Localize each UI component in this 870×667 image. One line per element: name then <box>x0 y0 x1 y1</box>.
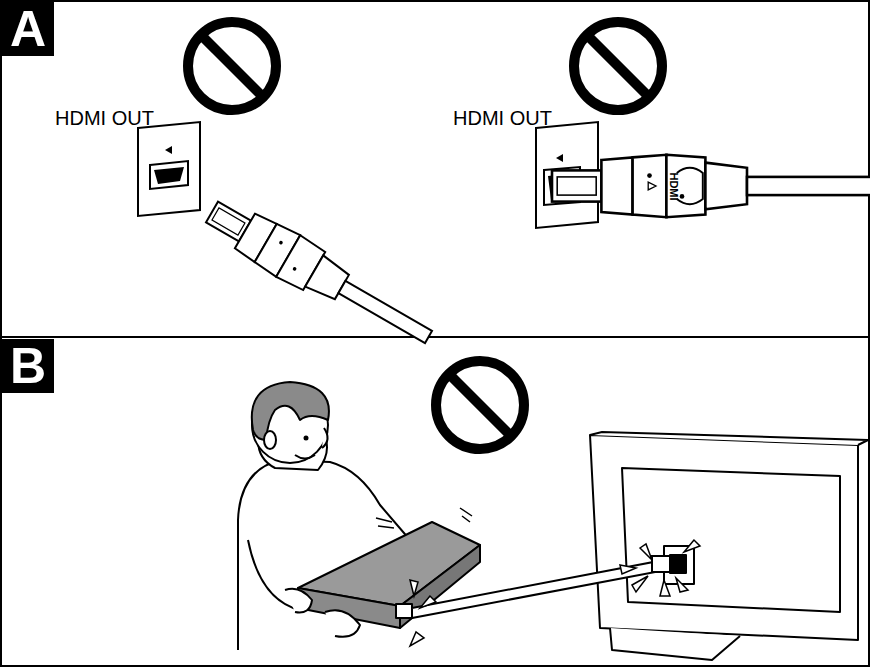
port-label: HDMI OUT <box>453 108 552 128</box>
hdmi-port <box>138 122 200 216</box>
panel-letter: A <box>10 4 46 54</box>
divider <box>0 336 870 338</box>
prohibition-sign <box>436 361 524 449</box>
hdmi-cable <box>412 556 670 618</box>
person <box>238 382 410 650</box>
player-box <box>285 522 480 637</box>
port-label: HDMI OUT <box>55 108 154 128</box>
strain-marks <box>376 508 700 646</box>
panel-letter-box <box>2 339 54 393</box>
panel-letter-box <box>2 2 54 56</box>
prohibition-sign <box>188 22 276 110</box>
panel-letter: B <box>10 341 46 391</box>
tv <box>590 432 868 660</box>
hdmi-plug <box>552 155 870 217</box>
prohibition-sign <box>574 22 662 110</box>
hdmi-plug <box>200 191 441 358</box>
plug-marking: HDMI <box>668 172 679 200</box>
